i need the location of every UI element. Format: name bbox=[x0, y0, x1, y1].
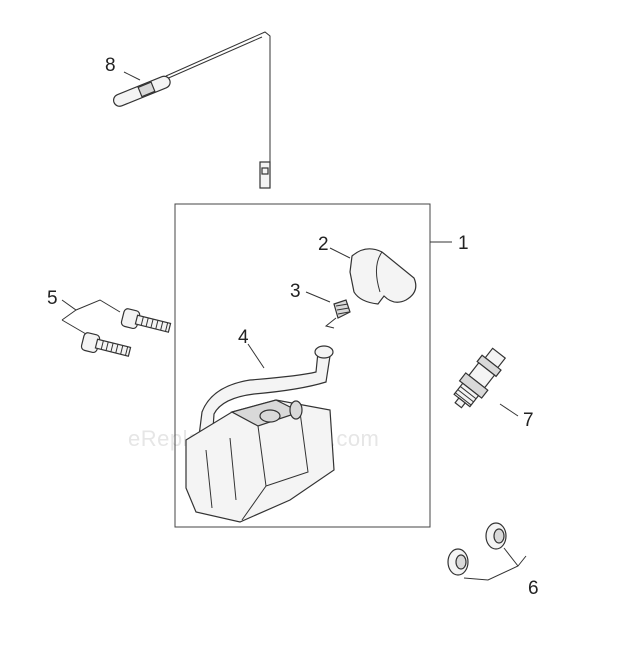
callout-1: 1 bbox=[458, 233, 469, 254]
part-8-stop-wire[interactable] bbox=[112, 31, 271, 189]
part-7-spark-plug[interactable] bbox=[447, 345, 510, 414]
part-3-spring[interactable] bbox=[324, 299, 351, 329]
callout-6: 6 bbox=[528, 578, 539, 599]
part-2-spark-plug-boot[interactable] bbox=[349, 248, 417, 305]
leader-4 bbox=[247, 343, 265, 369]
callout-8: 8 bbox=[105, 55, 116, 76]
callout-5: 5 bbox=[47, 288, 58, 309]
leader-2 bbox=[329, 247, 351, 259]
callout-2: 2 bbox=[318, 234, 329, 255]
callout-7: 7 bbox=[523, 410, 534, 431]
part-1-assembly-frame bbox=[174, 203, 431, 528]
leader-7 bbox=[499, 403, 519, 417]
part-6-grommets[interactable] bbox=[447, 522, 527, 581]
callout-4: 4 bbox=[238, 327, 249, 348]
part-4-ignition-coil[interactable] bbox=[185, 345, 335, 523]
part-5-bolts[interactable] bbox=[61, 299, 172, 361]
callout-3: 3 bbox=[290, 281, 301, 302]
leader-3 bbox=[305, 291, 331, 303]
